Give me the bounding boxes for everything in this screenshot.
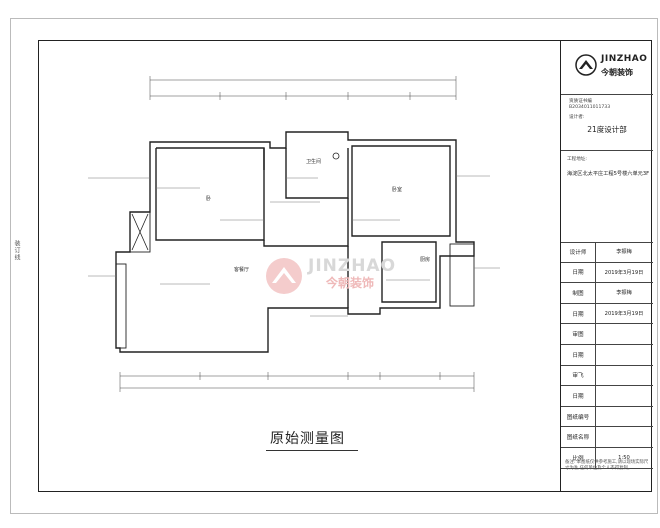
brand-name-en: JINZHAO — [601, 54, 648, 64]
title-block-row: 日期 2019年3月19日 — [561, 262, 653, 284]
room-label-bathroom: 卫生间 — [306, 159, 322, 165]
floor-drain-icon — [332, 152, 340, 160]
design-department: 21度设计部 — [587, 125, 627, 134]
title-block-row: 比例 1:50 — [561, 447, 653, 469]
title-block-note: 备注: 本图纸仅供参考施工,请以现场实际尺寸为准,任何单位及个人不得复制。 — [565, 460, 649, 471]
project-label: 工程地址: — [567, 157, 587, 162]
watermark-brand-cn: 今朝装饰 — [326, 276, 375, 290]
title-block-row: 审飞 — [561, 365, 653, 387]
title-block-row: 图纸名称 — [561, 427, 653, 448]
drawing-title-underline — [266, 450, 358, 452]
title-block-row-value: 李振梅 — [616, 290, 632, 297]
title-block-row: 日期 — [561, 386, 653, 407]
brand-logo-icon — [575, 54, 597, 76]
balcony-left — [115, 263, 127, 349]
room-label-living: 客餐厅 — [234, 267, 250, 273]
title-block-row-label: 制图 — [561, 283, 596, 303]
title-block-row-value — [595, 366, 653, 386]
brand-name-cn: 今朝装饰 — [601, 68, 633, 77]
title-block-row: 制图 李振梅 — [561, 283, 653, 304]
title-block-row-label: 日期 — [561, 386, 596, 406]
title-block-row-value — [595, 386, 653, 406]
designer-label: 设计者: — [569, 115, 585, 120]
binding-margin-label: 装订线 — [13, 240, 20, 261]
title-block-row-label: 图纸名称 — [561, 427, 596, 447]
title-block-row-label: 日期 — [561, 344, 596, 365]
project-address: 海淀区北太平庄工程5号楼六单元3F — [566, 171, 650, 177]
title-block-row: 图纸编号 — [561, 406, 653, 428]
title-block-row-value: 2019年3月19日 — [604, 311, 644, 318]
title-block-row-label: 审图 — [561, 324, 596, 344]
title-block-row-label: 图纸编号 — [561, 406, 596, 427]
project-address-section: 工程地址: 海淀区北太平庄工程5号楼六单元3F — [561, 150, 653, 243]
title-block-row-label: 日期 — [561, 303, 596, 324]
title-block-row-value — [595, 345, 653, 365]
title-block-row-value: 1:50 — [618, 454, 630, 461]
outer-border — [10, 18, 658, 514]
title-block-row-label: 设计师 — [561, 242, 596, 262]
title-block-row-value — [595, 427, 653, 447]
title-block-row-label: 比例 — [561, 447, 596, 468]
certificate-section: 资质证书编 B2034011011733 设计者: 21度设计部 — [561, 94, 653, 151]
title-block-row-value: 李振梅 — [616, 249, 632, 256]
room-label-bedroom-right: 卧室 — [392, 187, 403, 193]
shaft-cross — [131, 213, 149, 251]
watermark: JINZHAO 今朝装饰 — [264, 256, 395, 300]
room-label-bedroom-left: 卧 — [206, 196, 212, 202]
cert-label: 资质证书编 — [569, 99, 592, 104]
drawing-title: 原始测量图 — [270, 431, 345, 447]
floor-plan — [88, 76, 500, 392]
title-block-row: 审图 — [561, 324, 653, 345]
title-block-row-label: 审飞 — [561, 365, 596, 386]
watermark-logo-icon — [266, 258, 302, 294]
watermark-brand-en: JINZHAO — [308, 256, 397, 276]
title-block-row-value: 2019年3月19日 — [604, 269, 644, 276]
title-block-row-value — [595, 324, 653, 344]
title-block: JINZHAO 今朝装饰 资质证书编 B2034011011733 设计者: 2… — [560, 40, 653, 492]
drawing-frame — [38, 40, 652, 492]
title-block-row: 日期 — [561, 344, 653, 366]
title-block-row: 设计师 李振梅 — [561, 242, 653, 263]
title-block-row: 日期 2019年3月19日 — [561, 303, 653, 325]
cert-number: B2034011011733 — [569, 105, 611, 110]
title-block-row-label: 日期 — [561, 262, 596, 283]
title-block-row-value — [595, 407, 653, 427]
balcony-right — [449, 243, 475, 307]
title-block-logo: JINZHAO 今朝装饰 — [561, 40, 653, 95]
room-label-kitchen: 厨房 — [420, 257, 431, 263]
